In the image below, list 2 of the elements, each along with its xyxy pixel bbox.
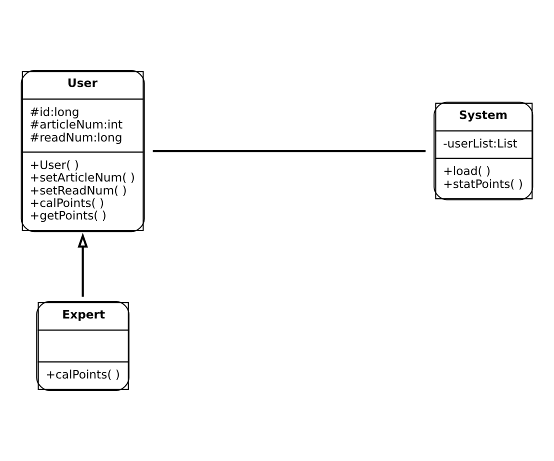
arrow <box>78 232 88 297</box>
connector <box>152 150 426 152</box>
